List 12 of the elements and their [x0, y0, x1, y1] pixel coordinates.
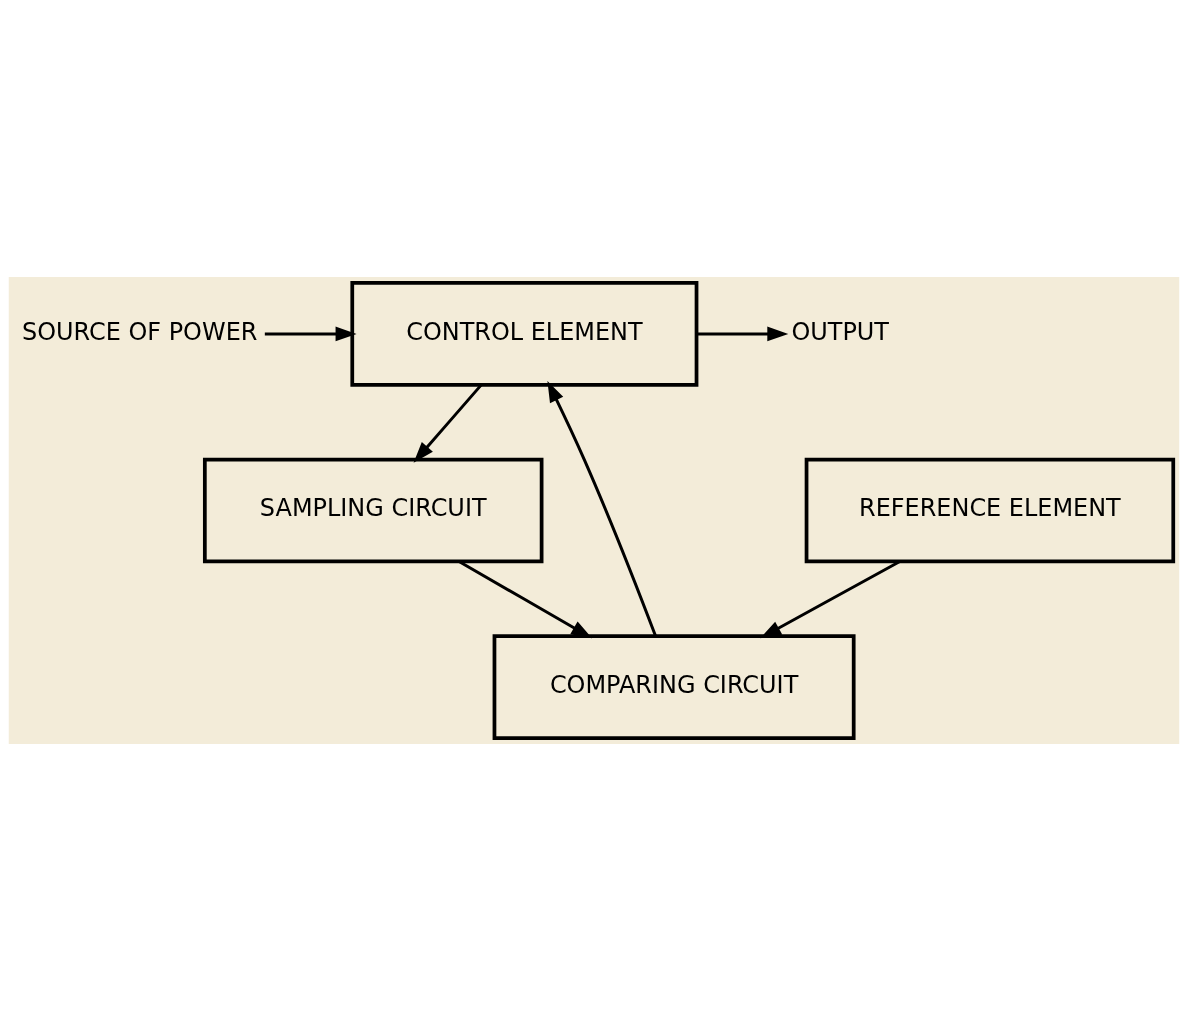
- arrow: [697, 326, 789, 342]
- node-text: SOURCE OF POWER: [22, 317, 258, 346]
- arrow: [760, 560, 901, 639]
- arrow: [547, 381, 657, 637]
- arrow: [264, 326, 357, 342]
- node-box: CONTROL ELEMENT: [350, 281, 699, 387]
- node-box: SAMPLING CIRCUIT: [202, 457, 544, 564]
- arrow: [458, 560, 593, 639]
- node-text: OUTPUT: [791, 317, 889, 346]
- node-box: REFERENCE ELEMENT: [804, 457, 1176, 564]
- node-box: COMPARING CIRCUIT: [492, 634, 856, 740]
- arrow: [413, 384, 483, 463]
